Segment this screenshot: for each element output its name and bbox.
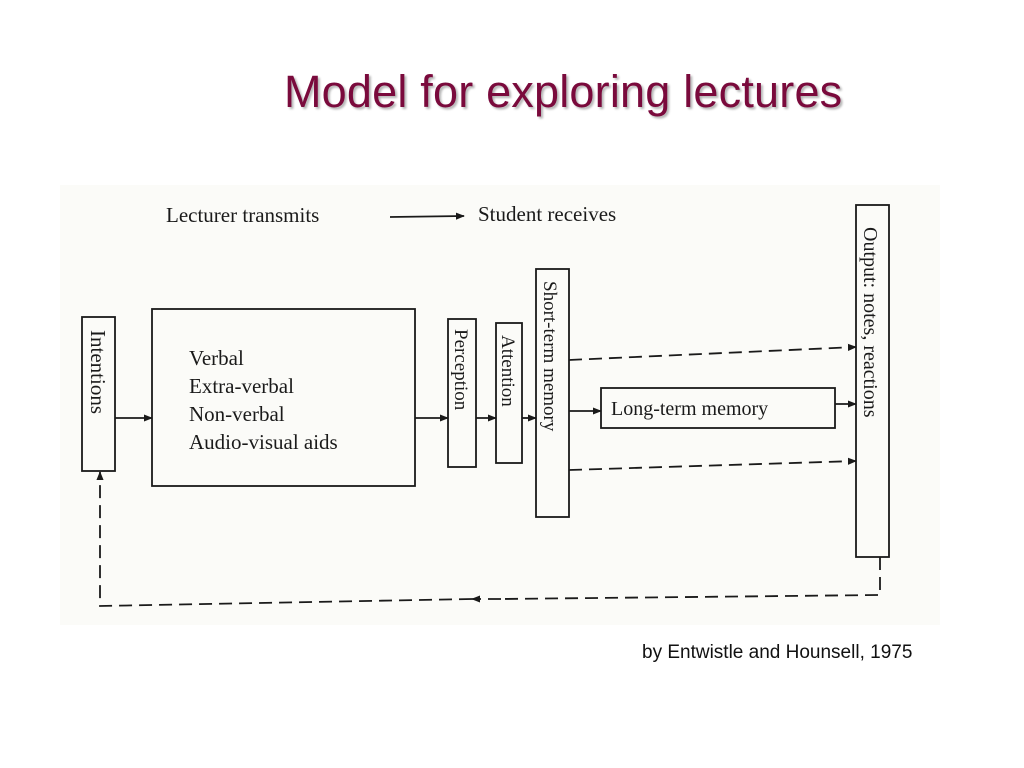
attention-label: Attention	[497, 335, 518, 407]
perception-label: Perception	[450, 329, 471, 411]
lecture-model-diagram: Lecturer transmits Student receives Inte…	[60, 185, 940, 625]
header-left-label: Lecturer transmits	[166, 203, 319, 227]
mode-extra-verbal: Extra-verbal	[189, 374, 294, 398]
mode-audio-visual-aids: Audio-visual aids	[189, 430, 338, 454]
dashed-feedback-line	[500, 557, 881, 600]
mode-verbal: Verbal	[189, 346, 244, 370]
output-label: Output: notes, reactions	[859, 227, 881, 418]
dashed-arrow-lower-bypass	[568, 457, 857, 471]
output-box	[855, 204, 890, 558]
diagram-canvas: Lecturer transmits Student receives Inte…	[81, 202, 890, 607]
intentions-label: Intentions	[86, 330, 110, 414]
intentions-box	[81, 316, 116, 472]
citation-credit: by Entwistle and Hounsell, 1975	[642, 642, 913, 663]
communication-modes-box	[151, 308, 416, 487]
short-term-memory-label: Short-term memory	[539, 281, 560, 432]
dashed-arrow-upper-bypass	[568, 343, 857, 361]
perception-box	[447, 318, 477, 468]
long-term-memory-label: Long-term memory	[611, 398, 768, 420]
slide-title: Model for exploring lectures	[284, 66, 843, 117]
mode-non-verbal: Non-verbal	[189, 402, 285, 426]
header-right-label: Student receives	[478, 202, 616, 226]
short-term-memory-box	[535, 268, 570, 518]
header-arrow	[389, 212, 465, 220]
attention-box	[495, 322, 523, 464]
dashed-feedback-return	[96, 471, 473, 607]
